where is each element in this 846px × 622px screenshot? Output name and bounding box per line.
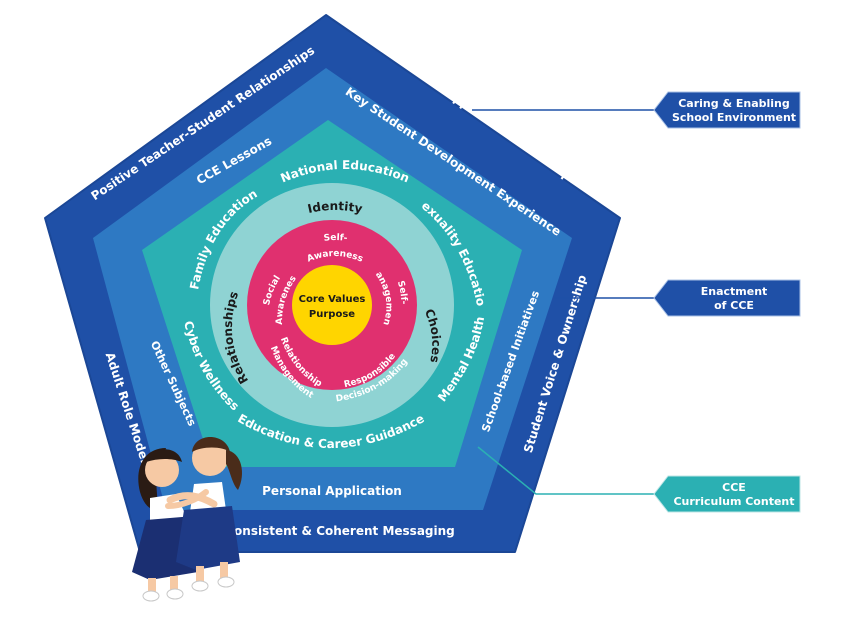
- callout-environment-line2: School Environment: [672, 111, 796, 124]
- connector-curriculum: [477, 446, 655, 495]
- callout-environment: Caring & Enabling School Environment: [653, 91, 801, 129]
- middle-label-bottom: Personal Application: [262, 484, 402, 498]
- callout-enactment-line1: Enactment: [701, 285, 768, 298]
- outer-label-bottom: Consistent & Coherent Messaging: [225, 524, 455, 538]
- competency-self-management-line1: Self-: [395, 280, 408, 305]
- core-values-label: Core Values: [299, 294, 366, 305]
- students-illustration: [132, 437, 242, 602]
- core-circle: [292, 265, 372, 345]
- callout-curriculum-line1: CCE: [722, 481, 746, 494]
- callout-curriculum-line2: Curriculum Content: [673, 495, 794, 508]
- competency-self-awareness-line2: Awareness: [306, 249, 365, 265]
- core-purpose-label: Purpose: [309, 309, 355, 320]
- competency-self-awareness-line1: Self-: [323, 233, 348, 244]
- callout-enactment: Enactment of CCE: [653, 279, 801, 317]
- callout-enactment-line2: of CCE: [714, 299, 754, 312]
- callout-environment-line1: Caring & Enabling: [678, 97, 790, 110]
- callout-curriculum: CCE Curriculum Content: [653, 475, 801, 513]
